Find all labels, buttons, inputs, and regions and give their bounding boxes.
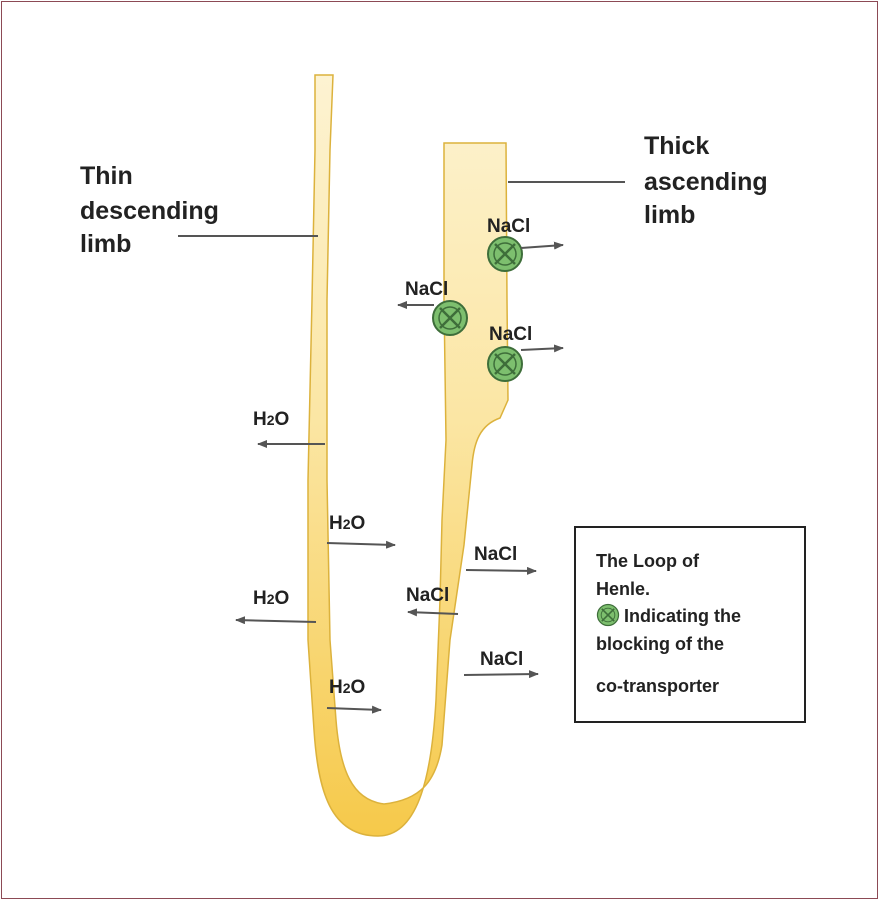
legend-title-line2: Henle. bbox=[596, 579, 650, 599]
loop-tubule bbox=[307, 74, 509, 837]
water-label: H2O bbox=[253, 588, 289, 609]
water-label: H2O bbox=[329, 513, 365, 534]
thick-ascending-label-line2: ascending bbox=[644, 168, 768, 196]
arrow-icon bbox=[465, 566, 537, 575]
nacl-label: NaCl bbox=[489, 324, 532, 345]
arrow-icon bbox=[235, 616, 317, 625]
blocked-cotransporter-icon bbox=[431, 299, 469, 337]
nacl-label: NaCl bbox=[474, 544, 517, 565]
thin-descending-label-line2: descending bbox=[80, 197, 219, 225]
arrow-icon bbox=[520, 241, 564, 250]
legend-title-line1: The Loop of bbox=[596, 551, 700, 571]
thick-ascending-label-line3: limb bbox=[644, 201, 695, 229]
thin-descending-label-line1: Thin bbox=[80, 162, 133, 190]
blocked-cotransporter-icon bbox=[486, 235, 524, 273]
nacl-label: NaCl bbox=[405, 279, 448, 300]
legend-text-line5: co-transporter bbox=[596, 676, 719, 696]
arrow-icon bbox=[407, 608, 459, 617]
legend-text-line3: Indicating the bbox=[624, 606, 741, 626]
nacl-label: NaCl bbox=[480, 649, 523, 670]
legend-text-line4: blocking of the bbox=[596, 634, 724, 654]
arrow-icon bbox=[463, 670, 539, 679]
arrow-icon bbox=[326, 705, 382, 714]
water-label: H2O bbox=[329, 677, 365, 698]
nacl-label: NaCl bbox=[487, 216, 530, 237]
blocked-cotransporter-icon bbox=[486, 345, 524, 383]
thin-descending-label-line3: limb bbox=[80, 230, 131, 258]
arrow-icon bbox=[520, 344, 564, 353]
nacl-label: NaCl bbox=[406, 585, 449, 606]
arrow-icon bbox=[326, 540, 396, 549]
thick-ascending-label-line1: Thick bbox=[644, 132, 709, 160]
water-label: H2O bbox=[253, 409, 289, 430]
legend-box: The Loop of Henle. Indicating the blocki… bbox=[574, 526, 806, 723]
blocked-cotransporter-icon bbox=[596, 603, 620, 627]
